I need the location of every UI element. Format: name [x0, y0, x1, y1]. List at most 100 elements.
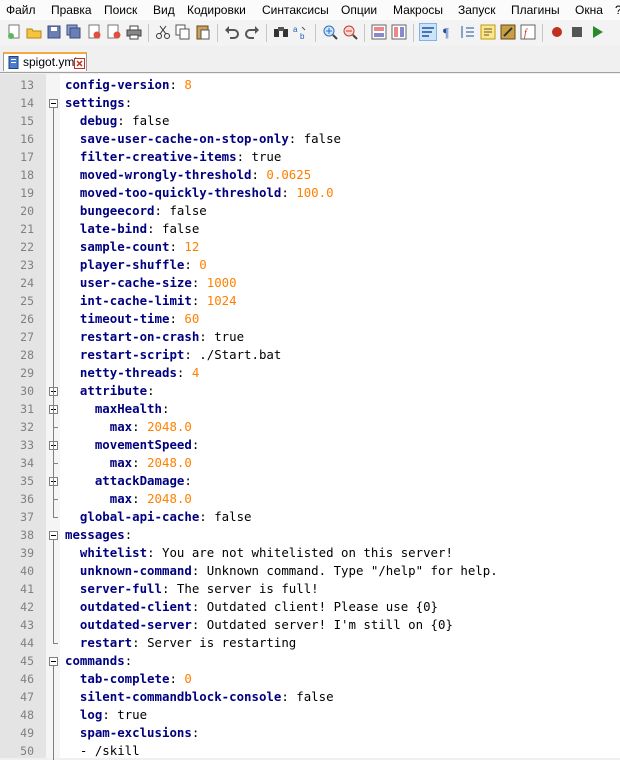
yaml-key: settings	[65, 95, 125, 110]
copy-icon[interactable]	[175, 24, 191, 40]
indent-guide-icon[interactable]	[460, 24, 476, 40]
tab-label: spigot.yml	[23, 55, 78, 69]
yaml-key: save-user-cache-on-stop-only	[79, 131, 289, 146]
sync-horizontal-icon[interactable]	[391, 24, 407, 40]
doc-map-icon[interactable]	[500, 24, 516, 40]
yaml-key: outdated-client	[79, 599, 192, 614]
line-number: 14	[20, 96, 34, 110]
code-line: log: true	[79, 707, 148, 722]
line-number: 15	[20, 114, 34, 128]
stop-record-icon[interactable]	[569, 24, 585, 40]
fold-guide	[53, 450, 54, 463]
line-number: 45	[20, 654, 34, 668]
yaml-value: 0	[184, 671, 192, 686]
menu-item[interactable]: Опции	[341, 3, 378, 17]
record-macro-icon[interactable]	[549, 24, 565, 40]
new-file-icon[interactable]	[6, 24, 22, 40]
yaml-value: 1024	[206, 293, 237, 308]
undo-icon[interactable]	[224, 24, 240, 40]
code-line: spam-exclusions:	[79, 725, 200, 740]
fold-toggle-icon[interactable]	[49, 531, 58, 540]
cut-icon[interactable]	[155, 24, 171, 40]
code-line: player-shuffle: 0	[79, 257, 207, 272]
open-file-icon[interactable]	[26, 24, 42, 40]
tab-bar: spigot.yml	[0, 50, 620, 73]
function-list-icon[interactable]: f	[520, 24, 536, 40]
close-file-icon[interactable]	[86, 24, 102, 40]
line-number: 32	[20, 420, 34, 434]
find-icon[interactable]	[273, 24, 289, 40]
line-number: 30	[20, 384, 34, 398]
word-wrap-icon[interactable]	[419, 23, 437, 41]
yaml-key: moved-wrongly-threshold	[79, 167, 252, 182]
yaml-key: whitelist	[79, 545, 148, 560]
yaml-key: debug	[79, 113, 118, 128]
play-macro-icon[interactable]	[589, 24, 605, 40]
menu-item[interactable]: Правка	[51, 3, 92, 17]
menu-item[interactable]: Окна	[575, 3, 603, 17]
line-number: 22	[20, 240, 34, 254]
menu-item[interactable]: ?	[615, 3, 620, 17]
code-line: - /skill	[65, 742, 140, 760]
yaml-key: netty-threads	[79, 365, 177, 380]
print-icon[interactable]	[126, 24, 142, 40]
yaml-value: 100.0	[296, 185, 334, 200]
code-line: max: 2048.0	[109, 419, 192, 434]
code-line: attackDamage:	[94, 473, 192, 488]
line-number: 43	[20, 618, 34, 632]
tab-spigot-yml[interactable]: spigot.yml	[3, 52, 87, 71]
yaml-key: max	[109, 419, 133, 434]
yaml-key: unknown-command	[79, 563, 192, 578]
close-tab-icon[interactable]	[74, 56, 85, 74]
code-line: moved-wrongly-threshold: 0.0625	[79, 167, 312, 182]
line-number: 33	[20, 438, 34, 452]
menu-item[interactable]: Синтаксисы	[262, 3, 329, 17]
user-language-icon[interactable]	[480, 24, 496, 40]
line-number: 19	[20, 186, 34, 200]
code-line: maxHealth:	[94, 401, 170, 416]
yaml-value: false	[303, 131, 342, 146]
fold-toggle-icon[interactable]	[49, 99, 58, 108]
line-number: 23	[20, 258, 34, 272]
redo-icon[interactable]	[244, 24, 260, 40]
code-line: timeout-time: 60	[79, 311, 200, 326]
code-line: filter-creative-items: true	[79, 149, 282, 164]
menu-item[interactable]: Вид	[153, 3, 175, 17]
line-number: 31	[20, 402, 34, 416]
line-number: 16	[20, 132, 34, 146]
close-all-icon[interactable]	[106, 24, 122, 40]
line-number: 36	[20, 492, 34, 506]
yaml-key: maxHealth	[94, 401, 162, 416]
yaml-key: restart	[79, 635, 133, 650]
yaml-key: attribute	[79, 383, 148, 398]
save-all-icon[interactable]	[66, 24, 82, 40]
zoom-out-icon[interactable]	[342, 24, 358, 40]
yaml-key: moved-too-quickly-threshold	[79, 185, 282, 200]
paste-icon[interactable]	[195, 24, 211, 40]
menu-item[interactable]: Плагины	[511, 3, 560, 17]
fold-toggle-icon[interactable]	[49, 657, 58, 666]
show-all-chars-icon[interactable]: ¶	[440, 24, 456, 40]
code-line: config-version: 8	[65, 77, 192, 92]
code-line: int-cache-limit: 1024	[79, 293, 237, 308]
yaml-key: log	[79, 707, 103, 722]
sync-vertical-icon[interactable]	[371, 24, 387, 40]
save-icon[interactable]	[46, 24, 62, 40]
yaml-value: Unknown command. Type "/help" for help.	[206, 563, 498, 578]
yaml-key: commands	[65, 653, 125, 668]
yaml-value: 2048.0	[147, 419, 192, 434]
yaml-value: false	[169, 203, 207, 218]
menu-item[interactable]: Файл	[6, 3, 36, 17]
svg-text:b: b	[300, 32, 305, 40]
yaml-value: true	[117, 707, 148, 722]
menu-item[interactable]: Поиск	[104, 3, 138, 17]
line-number: 13	[20, 78, 34, 92]
zoom-in-icon[interactable]	[322, 24, 338, 40]
code-line: restart: Server is restarting	[79, 635, 297, 650]
menu-item[interactable]: Кодировки	[187, 3, 246, 17]
menu-item[interactable]: Запуск	[458, 3, 496, 17]
menu-item[interactable]: Макросы	[393, 3, 444, 17]
